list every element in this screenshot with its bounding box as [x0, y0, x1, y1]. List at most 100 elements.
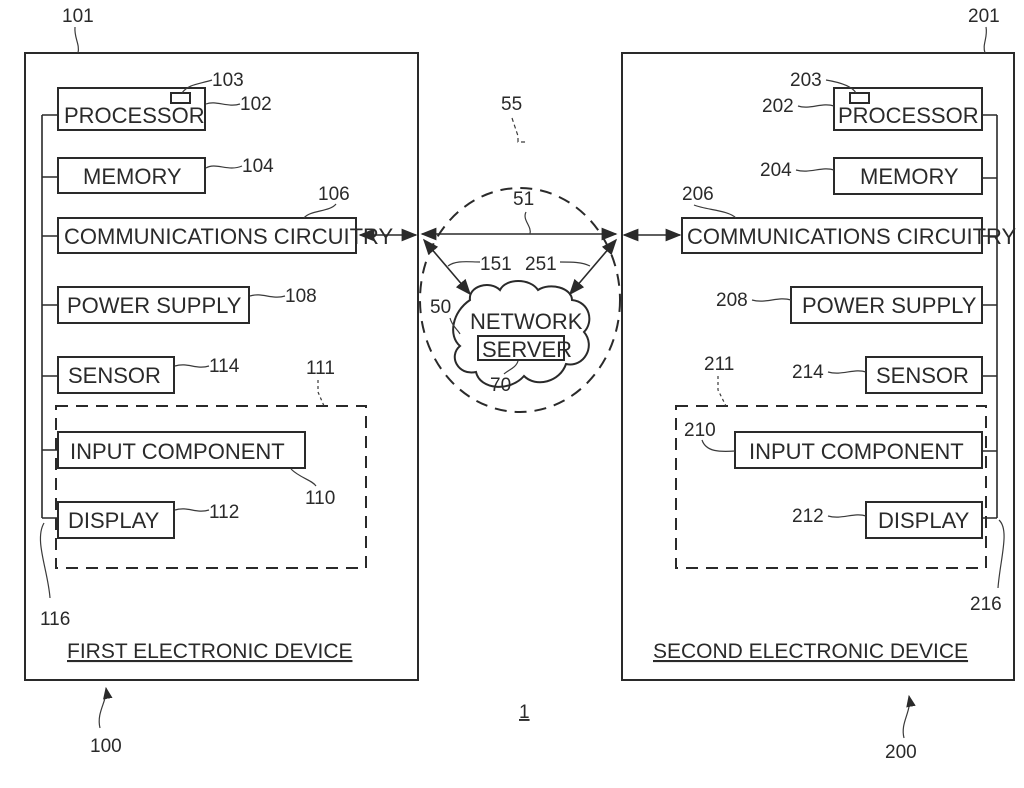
network-label: NETWORK — [470, 309, 583, 334]
ref-100: 100 — [90, 736, 122, 757]
processor-label-2: PROCESSOR — [838, 103, 979, 128]
ref-204: 204 — [760, 160, 792, 181]
processor-label: PROCESSOR — [64, 103, 205, 128]
sensor-label-2: SENSOR — [876, 363, 969, 388]
leader-70 — [503, 360, 519, 375]
leader-101 — [74, 26, 80, 54]
comms-label: COMMUNICATIONS CIRCUITRY — [64, 224, 394, 249]
network-cloud-50 — [452, 280, 591, 388]
link-251 — [568, 238, 618, 296]
leader-108 — [249, 294, 286, 298]
second-electronic-device: 201 216 PROCESSOR 203 202 MEMORY 204 COM… — [621, 6, 1017, 763]
display-box — [57, 501, 175, 539]
input-component-label-2: INPUT COMPONENT — [749, 439, 964, 464]
ref-216: 216 — [970, 594, 1002, 615]
leader-104 — [205, 165, 243, 169]
leader-208 — [751, 298, 792, 302]
leader-214 — [827, 370, 867, 374]
power-supply-box — [57, 286, 250, 324]
memory-label-2: MEMORY — [860, 164, 959, 189]
ref-208: 208 — [716, 290, 748, 311]
display-label-2: DISPLAY — [878, 508, 970, 533]
ref-112: 112 — [209, 502, 239, 523]
leader-102 — [205, 102, 241, 106]
leader-106 — [303, 203, 337, 219]
ref-70: 70 — [490, 375, 511, 396]
ref-106: 106 — [318, 184, 350, 205]
leader-201 — [983, 26, 988, 54]
leader-216 — [997, 519, 1005, 589]
bus-branches — [42, 114, 58, 519]
processor-sub-203 — [849, 92, 870, 104]
input-component-box-2 — [734, 431, 983, 469]
ref-110: 110 — [305, 488, 335, 509]
ref-251: 251 — [525, 254, 557, 275]
processor-box-2 — [833, 87, 983, 131]
server-label: SERVER — [482, 337, 572, 362]
ref-206: 206 — [682, 184, 714, 205]
ref-114: 114 — [209, 356, 240, 377]
power-supply-box-2 — [790, 286, 983, 324]
link-151 — [422, 238, 472, 296]
power-supply-label-2: POWER SUPPLY — [802, 293, 977, 318]
leader-202 — [797, 104, 835, 108]
leader-112 — [174, 508, 210, 512]
input-component-label: INPUT COMPONENT — [70, 439, 285, 464]
comms-box-2 — [681, 217, 983, 254]
io-group-111 — [55, 405, 367, 569]
leader-204 — [795, 168, 835, 172]
leader-110 — [290, 468, 317, 487]
network-region: 55 51 151 251 50 NETWORK SERVER 70 — [358, 94, 682, 413]
leader-50 — [449, 317, 461, 335]
leader-206 — [693, 204, 737, 219]
leader-210 — [701, 439, 736, 452]
leader-212 — [827, 514, 867, 518]
second-device-housing — [621, 52, 1015, 681]
memory-box-2 — [833, 157, 983, 195]
processor-box — [57, 87, 206, 131]
ref-203: 203 — [790, 70, 822, 91]
display-label: DISPLAY — [68, 508, 160, 533]
ref-151: 151 — [480, 254, 512, 275]
display-box-2 — [865, 501, 983, 539]
sensor-box-2 — [865, 356, 983, 394]
io-group-211 — [675, 405, 987, 569]
ref-102: 102 — [240, 94, 272, 115]
power-supply-label: POWER SUPPLY — [67, 293, 242, 318]
leader-251 — [559, 261, 591, 267]
sensor-label: SENSOR — [68, 363, 161, 388]
ref-111: 111 — [306, 358, 335, 379]
ref-108: 108 — [285, 286, 317, 307]
bus-branches-2 — [982, 114, 997, 519]
leader-114 — [174, 364, 210, 368]
first-device-housing — [24, 52, 419, 681]
leader-116 — [39, 522, 51, 599]
leader-200 — [902, 694, 916, 739]
ref-55: 55 — [501, 94, 522, 115]
leader-211 — [717, 376, 727, 407]
comms-box — [57, 217, 357, 254]
ref-211: 211 — [704, 354, 734, 375]
ref-104: 104 — [242, 156, 274, 177]
ref-103: 103 — [212, 70, 244, 91]
leader-151 — [447, 261, 481, 267]
figure-number: 1 — [519, 702, 530, 723]
leader-100 — [98, 686, 113, 729]
leader-203 — [825, 79, 857, 94]
ref-51: 51 — [513, 189, 534, 210]
memory-box — [57, 157, 206, 194]
leader-51 — [524, 211, 531, 235]
ref-50: 50 — [430, 297, 451, 318]
leader-111 — [317, 380, 325, 407]
region-55 — [419, 187, 621, 413]
ref-116: 116 — [40, 609, 70, 630]
memory-label: MEMORY — [83, 164, 182, 189]
leader-103 — [181, 79, 213, 94]
processor-sub-103 — [170, 92, 191, 104]
server-box — [477, 335, 565, 361]
first-electronic-device: 101 116 PROCESSOR 103 102 MEMORY 104 COM… — [24, 6, 419, 757]
first-device-title: FIRST ELECTRONIC DEVICE — [67, 640, 353, 663]
ref-214: 214 — [792, 362, 824, 383]
ref-200: 200 — [885, 742, 917, 763]
